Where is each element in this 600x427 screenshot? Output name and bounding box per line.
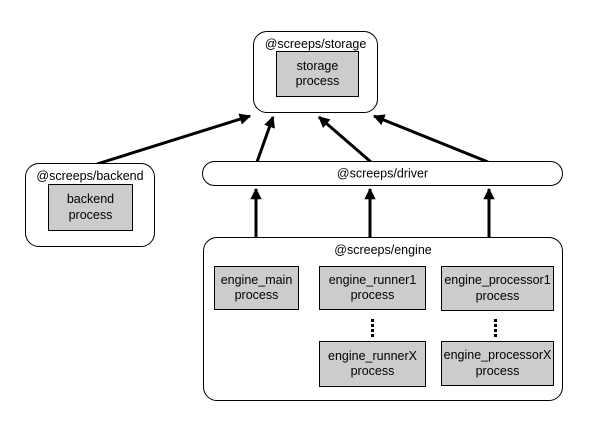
backend-process-box: backend process <box>48 184 133 231</box>
edge-driver-to-storage-left <box>255 115 275 163</box>
node-storage: @screeps/storage storage process <box>253 31 378 113</box>
node-driver-title: @screeps/driver <box>336 165 429 180</box>
edge-driver-to-storage-mid <box>318 115 372 164</box>
engine-processorX-process-box: engine_processorX process <box>441 341 554 386</box>
node-driver: @screeps/driver <box>202 161 563 186</box>
node-engine: @screeps/engine engine_main process engi… <box>203 237 563 401</box>
edge-driver-to-storage-right <box>372 114 489 164</box>
node-backend-title: @screeps/backend <box>36 169 144 183</box>
engine-runnerX-process-box: engine_runnerX process <box>319 341 426 387</box>
edge-backend-to-storage <box>96 113 252 166</box>
storage-process-box: storage process <box>276 51 359 97</box>
engine-processor1-process-box: engine_processor1 process <box>441 266 554 311</box>
vertical-ellipsis-icon <box>490 318 500 338</box>
node-storage-title: @screeps/storage <box>264 37 367 51</box>
vertical-ellipsis-icon <box>367 318 377 338</box>
node-engine-title: @screeps/engine <box>334 243 432 257</box>
engine-runner1-process-box: engine_runner1 process <box>319 266 426 310</box>
node-backend: @screeps/backend backend process <box>25 163 155 247</box>
engine-main-process-box: engine_main process <box>214 266 299 310</box>
